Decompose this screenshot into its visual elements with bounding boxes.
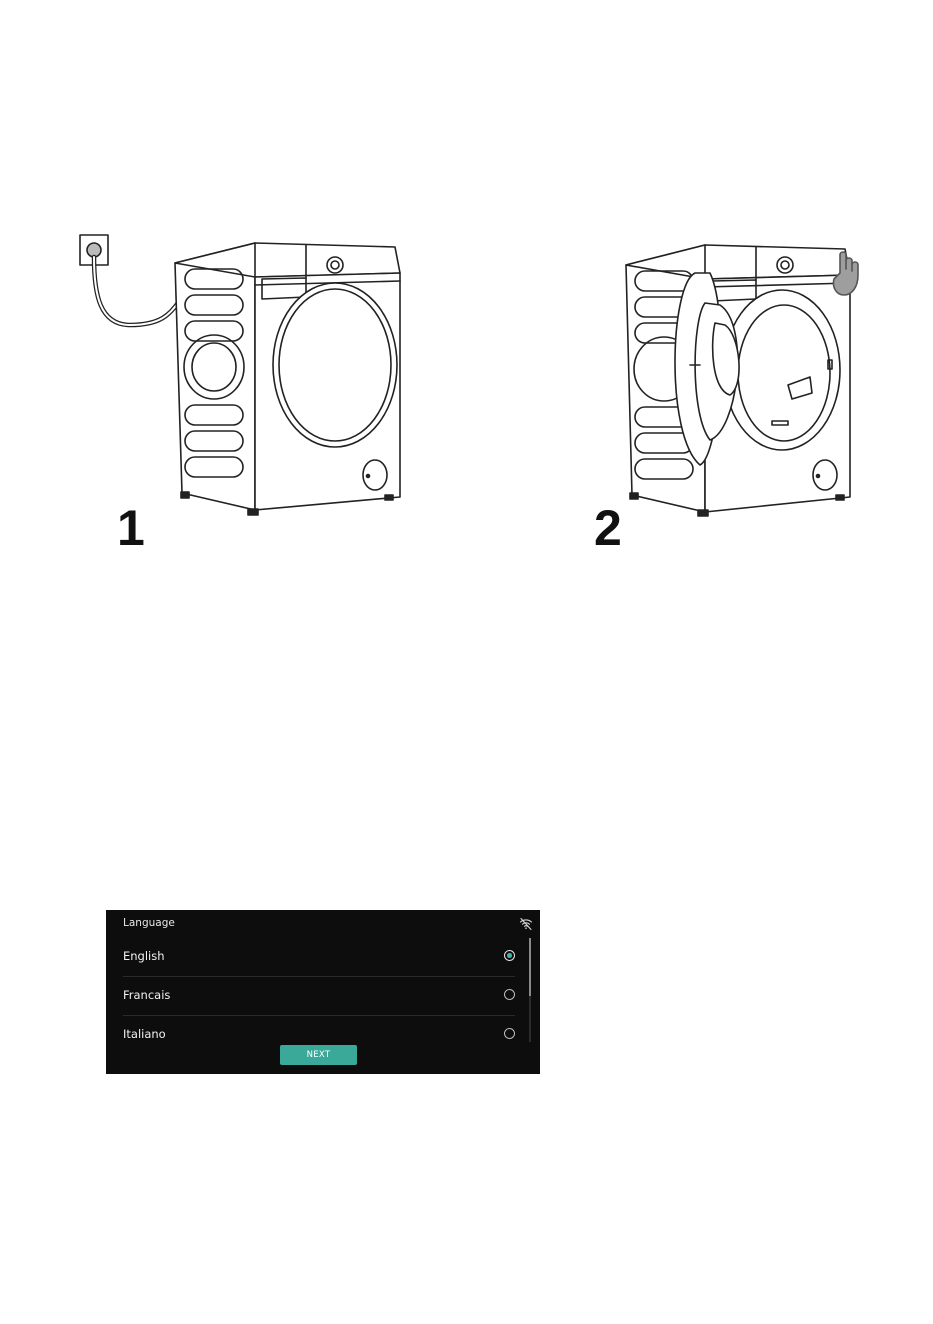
language-screen: Language English Francais Italiano NEXT xyxy=(106,910,540,1074)
language-option-francais[interactable]: Francais xyxy=(123,977,515,1016)
screen-title: Language xyxy=(123,917,175,929)
language-option-english[interactable]: English xyxy=(123,938,515,977)
radio-selected[interactable] xyxy=(504,950,515,961)
language-label: English xyxy=(123,949,165,963)
language-label: Italiano xyxy=(123,1027,166,1040)
step-number-1: 1 xyxy=(117,503,145,553)
radio-unselected[interactable] xyxy=(504,989,515,1000)
step-number-2: 2 xyxy=(594,503,622,553)
radio-unselected[interactable] xyxy=(504,1028,515,1039)
scrollbar[interactable] xyxy=(529,938,531,1042)
language-label: Francais xyxy=(123,988,170,1002)
language-list: English Francais Italiano xyxy=(123,938,515,1040)
wifi-off-icon xyxy=(519,917,533,931)
scrollbar-thumb[interactable] xyxy=(529,938,531,996)
language-option-italiano[interactable]: Italiano xyxy=(123,1016,515,1040)
next-button[interactable]: NEXT xyxy=(280,1045,357,1065)
